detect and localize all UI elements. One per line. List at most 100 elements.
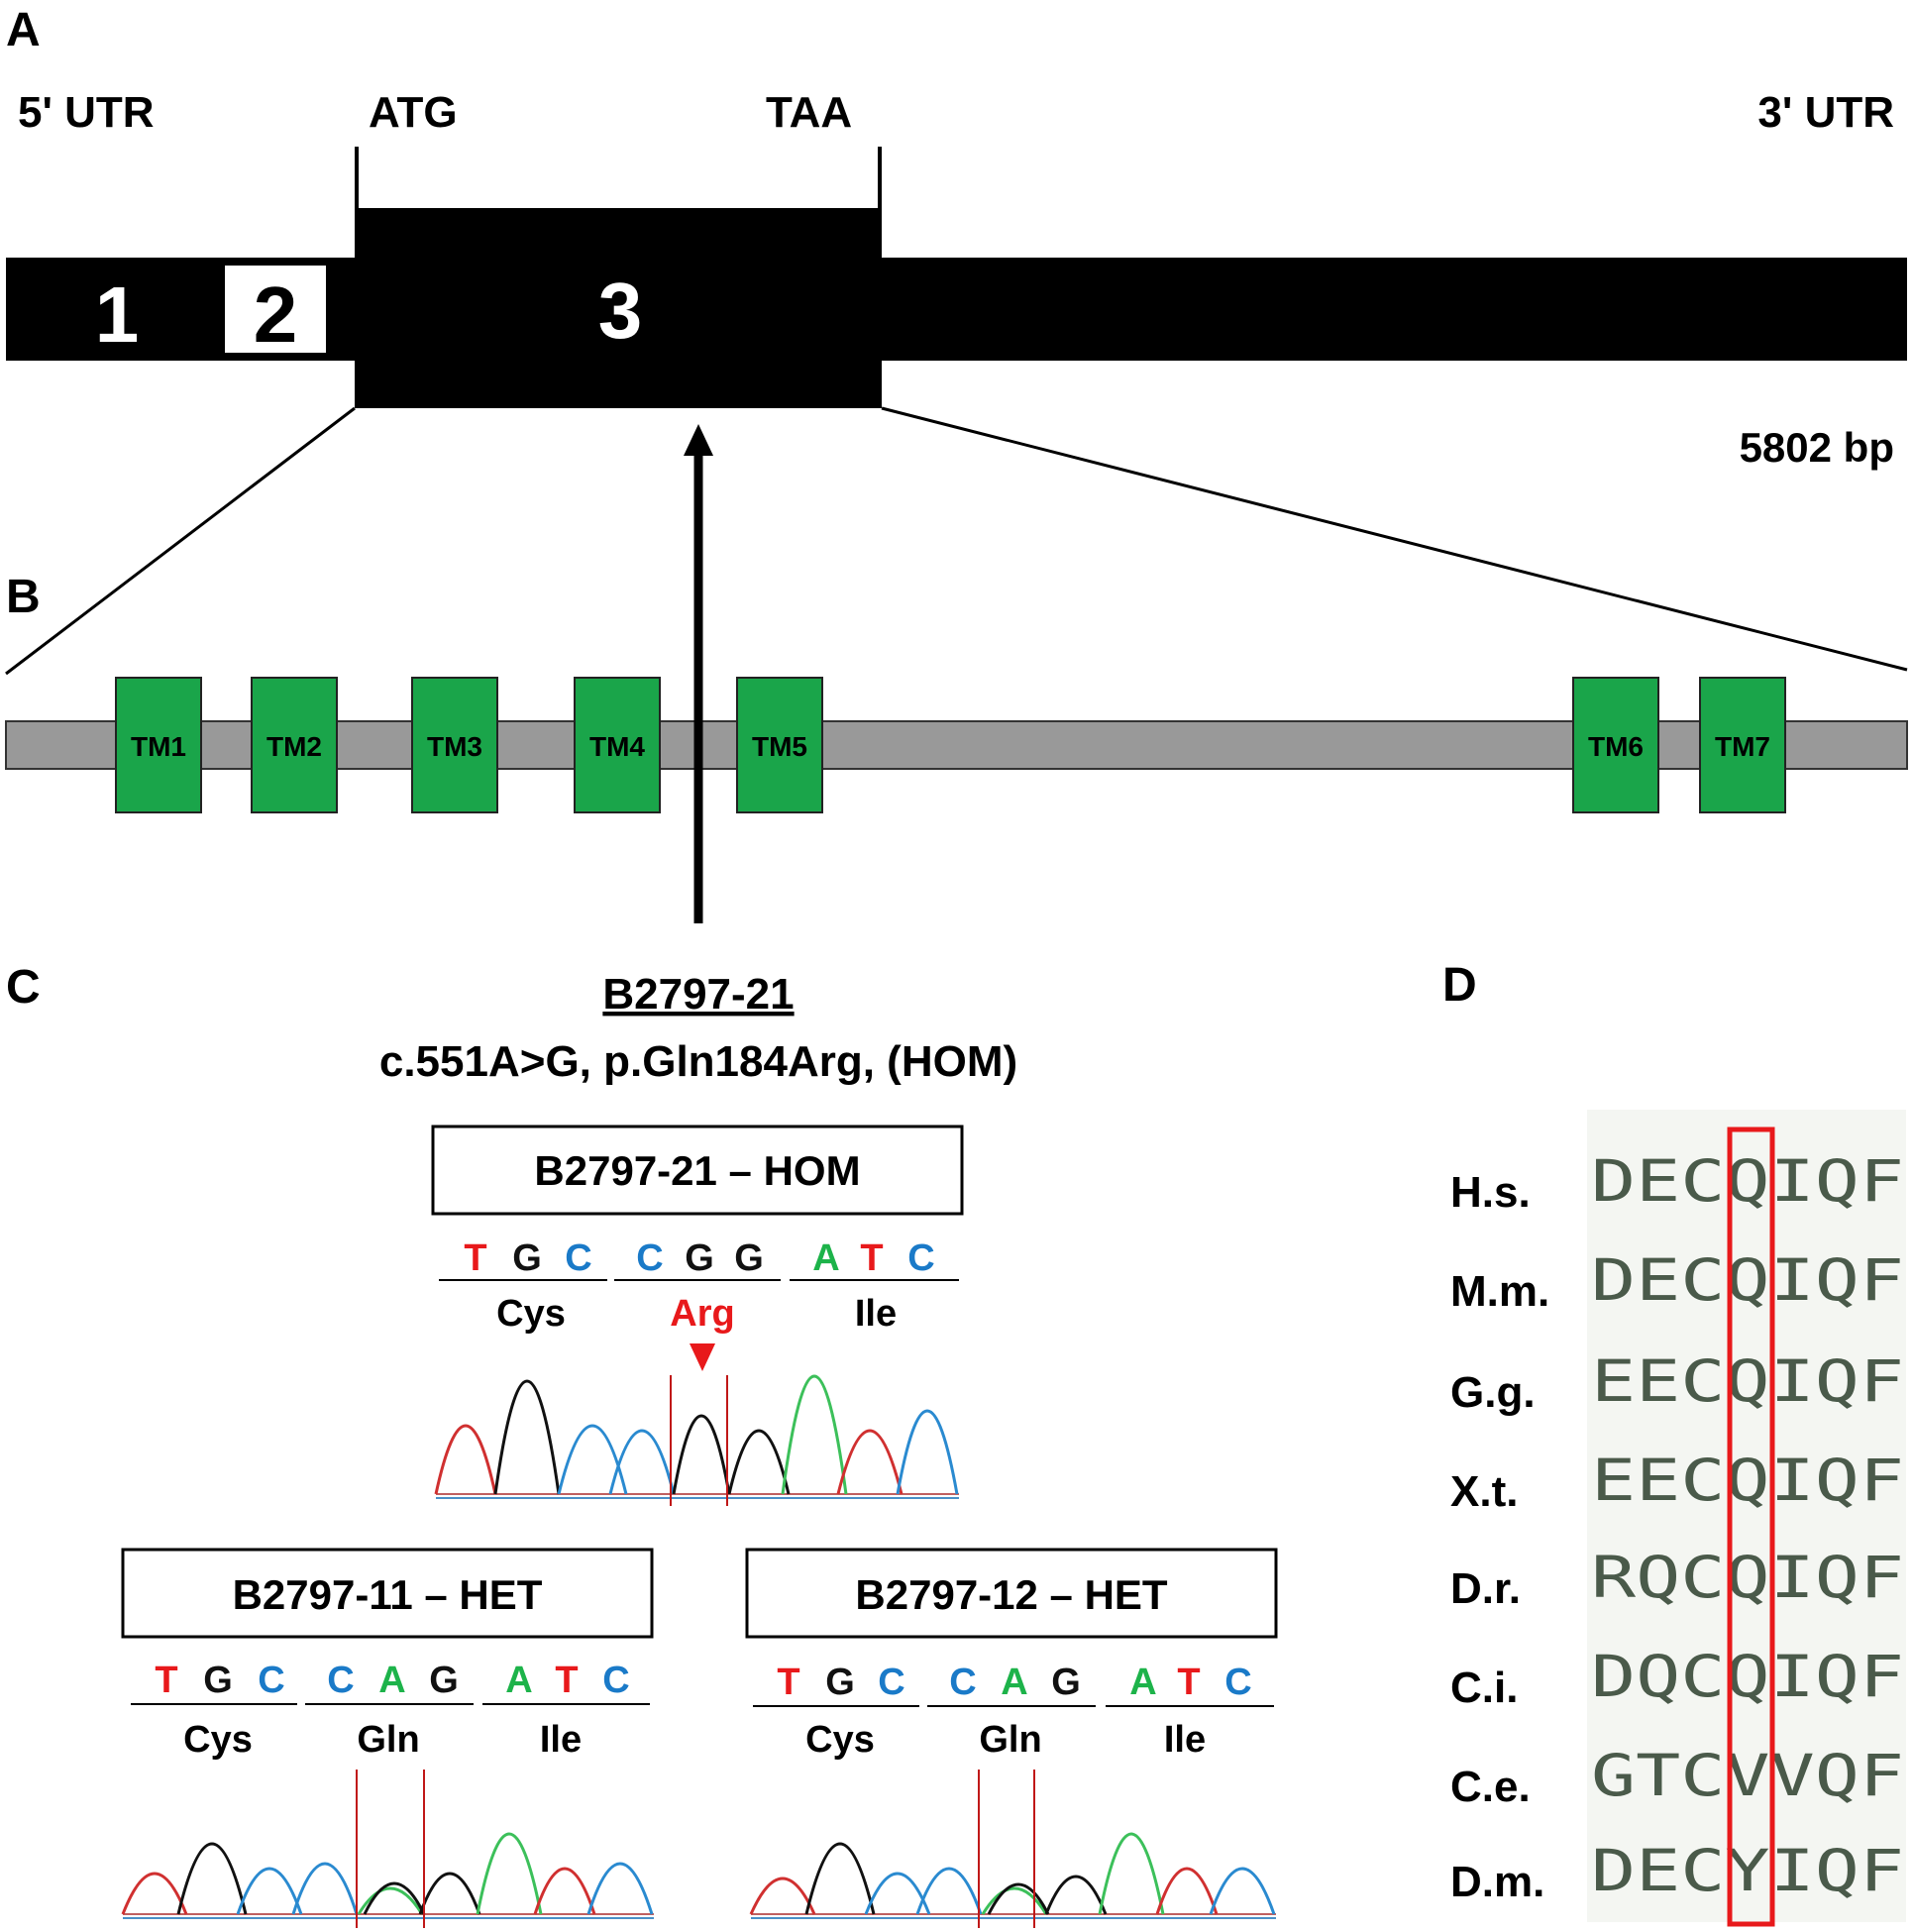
amino-acid-label: Ile: [855, 1293, 897, 1335]
tm-domain-1-box: [115, 677, 202, 813]
tm-domain-2: TM2: [251, 677, 338, 813]
conserved-residue-highlight: [1727, 1127, 1775, 1927]
exon-1-label: 1: [95, 270, 140, 359]
chromatogram-hom-title: B2797-21 – HOM: [534, 1147, 860, 1194]
tm-domain-7: TM7: [1699, 677, 1786, 813]
chromatogram-het-11: B2797-11 – HET T G C C A G A T C Cys Gln…: [121, 1548, 654, 1928]
zoom-line-right: [881, 406, 1908, 672]
tm-domain-3-box: [411, 677, 498, 813]
trace-peak-g: [418, 1872, 481, 1915]
amino-acid-label-mutant: Arg: [670, 1293, 734, 1335]
chromatogram-het-12-title-box: [745, 1548, 1278, 1639]
alignment-background: [1587, 1110, 1906, 1922]
tm-domain-3-label: TM3: [427, 731, 482, 762]
tm-domain-1: TM1: [115, 677, 202, 813]
amino-acid-label: Cys: [496, 1293, 566, 1335]
tm-domain-6-label: TM6: [1588, 731, 1644, 762]
trace-peak-g: [1044, 1875, 1108, 1915]
trace-peak-a: [781, 1374, 848, 1495]
amino-acid-label: Cys: [805, 1719, 875, 1761]
trace-peak-c: [896, 1409, 959, 1495]
species-label: G.g.: [1450, 1368, 1536, 1417]
sequence: GTCVVQF: [1591, 1742, 1904, 1809]
base-c: C: [636, 1237, 663, 1279]
alignment-row-3: G.g. EECQIQF: [1450, 1347, 1904, 1417]
base-a: A: [505, 1660, 532, 1701]
base-c: C: [565, 1237, 591, 1279]
species-label: H.s.: [1450, 1168, 1531, 1217]
trace-peak-a: [476, 1832, 543, 1915]
alignment-row-6: C.i. DQCQIQF: [1450, 1643, 1904, 1712]
alignment-row-4: X.t. EECQIQF: [1450, 1447, 1904, 1516]
base-t: T: [464, 1237, 486, 1279]
base-c: C: [327, 1660, 354, 1701]
alignment-row-2: M.m. DECQIQF: [1450, 1246, 1904, 1316]
gene-length-label: 5802 bp: [1740, 424, 1894, 471]
species-label: D.m.: [1450, 1858, 1544, 1906]
base-t: T: [777, 1662, 799, 1703]
chromatogram-het-12-title: B2797-12 – HET: [855, 1571, 1168, 1618]
variant-sample-id: B2797-21: [602, 970, 794, 1019]
trace-peak-t: [1155, 1867, 1219, 1915]
trace-peak-t: [749, 1877, 816, 1915]
sequence: DECQIQF: [1591, 1246, 1904, 1314]
trace-peak-g: [804, 1842, 876, 1915]
base-c: C: [602, 1660, 629, 1701]
amino-acid-label: Cys: [183, 1719, 253, 1761]
trace-peak-g: [363, 1881, 426, 1915]
trace-peak-a: [981, 1886, 1048, 1915]
tm-domain-6-box: [1572, 677, 1659, 813]
cds-bracket: [355, 147, 882, 212]
tm-domain-5-label: TM5: [752, 731, 807, 762]
tm-domain-1-label: TM1: [131, 731, 186, 762]
trace-peak-g: [672, 1414, 731, 1495]
chromatogram-hom-title-box: [431, 1125, 964, 1216]
trace-het-11: [121, 1770, 654, 1928]
mutation-marker-triangle: [690, 1343, 715, 1371]
tm-domain-4-box: [574, 677, 661, 813]
base-c: C: [878, 1662, 904, 1703]
base-a: A: [378, 1660, 405, 1701]
species-label: C.e.: [1450, 1763, 1531, 1811]
tm-domain-7-label: TM7: [1715, 731, 1770, 762]
tm-domain-2-label: TM2: [266, 731, 322, 762]
tm-domain-4-label: TM4: [589, 731, 645, 762]
chromatogram-hom: B2797-21 – HOM T G C C G G A T C Cys Arg…: [431, 1125, 964, 1506]
trace-peak-c: [608, 1429, 676, 1495]
trace-peak-g: [727, 1429, 791, 1495]
base-t: T: [1177, 1662, 1200, 1703]
base-c: C: [907, 1237, 934, 1279]
base-c: C: [1224, 1662, 1251, 1703]
chromatogram-het-11-title-box: [121, 1548, 654, 1639]
trace-peak-t: [533, 1867, 596, 1915]
sequence: DQCQIQF: [1591, 1643, 1904, 1710]
exon-2-box: [225, 266, 326, 353]
alignment-row-1: H.s. DECQIQF: [1450, 1147, 1904, 1217]
tm-domain-3: TM3: [411, 677, 498, 813]
tm-domain-5-box: [736, 677, 823, 813]
trace-peak-c: [915, 1867, 983, 1915]
base-g: G: [1051, 1662, 1081, 1703]
trace-peak-g: [176, 1842, 248, 1915]
chromatogram-het-11-title: B2797-11 – HET: [233, 1571, 543, 1618]
trace-peak-c: [1209, 1867, 1276, 1915]
sequence: EECQIQF: [1591, 1347, 1904, 1415]
stop-codon-label: TAA: [766, 88, 852, 137]
alignment-row-7: C.e. GTCVVQF: [1450, 1742, 1904, 1811]
base-a: A: [1001, 1662, 1027, 1703]
exon-3-block: [355, 210, 882, 408]
trace-het-12: [749, 1770, 1276, 1928]
base-t: T: [155, 1660, 177, 1701]
base-a: A: [1129, 1662, 1156, 1703]
base-g: G: [685, 1237, 714, 1279]
tm-domain-6: TM6: [1572, 677, 1659, 813]
base-g: G: [429, 1660, 459, 1701]
trace-peak-g: [493, 1379, 561, 1495]
species-label: D.r.: [1450, 1564, 1521, 1613]
base-g: G: [512, 1237, 542, 1279]
utr3-label: 3' UTR: [1757, 88, 1894, 137]
trace-peak-c: [586, 1862, 654, 1915]
trace-hom: [434, 1374, 959, 1506]
trace-peak-t: [121, 1872, 188, 1915]
